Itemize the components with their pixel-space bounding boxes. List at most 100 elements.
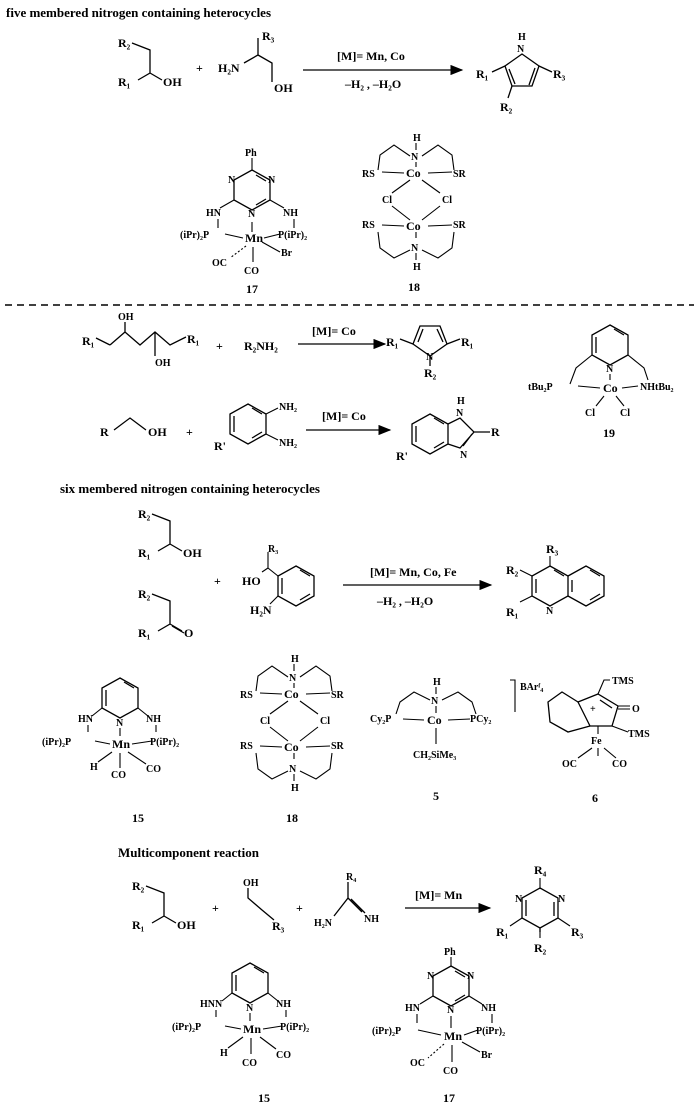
catalyst-15-middle: N HN NH (iPr)₂P P(iPr)₂ Mn H CO CO 15 [42, 677, 179, 825]
svg-text:Cy₂P: Cy₂P [370, 714, 391, 725]
catalyst-label: [M]= Mn, Co, Fe [370, 565, 457, 579]
svg-text:HO: HO [242, 574, 261, 588]
svg-text:tBu₂P: tBu₂P [528, 382, 553, 393]
svg-text:Co: Co [427, 713, 442, 727]
svg-text:N: N [246, 1003, 254, 1014]
svg-text:HN: HN [206, 208, 222, 219]
plus-sign: + [214, 574, 221, 588]
svg-text:Cl: Cl [442, 195, 452, 206]
catalyst-label: [M]= Mn [415, 888, 462, 902]
svg-text:Co: Co [284, 687, 299, 701]
svg-text:R₄: R₄ [534, 863, 547, 877]
section-heading-five-membered: five membered nitrogen containing hetero… [6, 5, 271, 20]
svg-text:R₁: R₁ [187, 332, 200, 346]
svg-text:N: N [460, 450, 468, 461]
product-quinoline: N R₃ R₂ R₁ [506, 542, 605, 619]
svg-text:R₃: R₃ [262, 29, 275, 43]
svg-text:R₁: R₁ [506, 605, 519, 619]
svg-text:R₃: R₃ [272, 919, 285, 933]
svg-text:HN: HN [405, 1003, 421, 1014]
svg-text:H: H [291, 654, 299, 665]
svg-text:R₂: R₂ [506, 563, 519, 577]
substrate-diol: OH OH R₁ R₁ [82, 312, 200, 369]
catalyst-15-bottom: N HNN NH (iPr)₂P P(iPr)₂ Mn H CO CO 15 [172, 962, 309, 1105]
svg-text:R₂: R₂ [138, 587, 151, 601]
svg-text:N: N [515, 894, 523, 905]
section-heading-six-membered: six membered nitrogen containing heteroc… [60, 481, 320, 496]
product-pyrimidine: N N R₄ R₁ R₃ R₂ [496, 863, 584, 955]
catalyst-18-top: H N RS SR Co Cl Cl Co RS SR N H 18 [362, 133, 467, 294]
svg-text:RS: RS [240, 690, 253, 701]
svg-text:CO: CO [276, 1050, 291, 1061]
svg-text:R₁: R₁ [118, 75, 131, 89]
svg-text:H: H [518, 32, 526, 43]
svg-text:O: O [184, 626, 193, 640]
compound-number-6: 6 [592, 791, 598, 805]
svg-text:H₂N: H₂N [314, 918, 333, 929]
svg-text:R₁: R₁ [138, 546, 151, 560]
svg-text:N: N [558, 894, 566, 905]
svg-text:OH: OH [243, 878, 259, 889]
compound-number-17: 17 [443, 1091, 455, 1105]
svg-text:P(iPr)₂: P(iPr)₂ [280, 1022, 309, 1033]
svg-text:R₂: R₂ [132, 879, 145, 893]
svg-text:N: N [431, 696, 439, 707]
compound-number-17: 17 [246, 282, 258, 296]
svg-text:(iPr)₂P: (iPr)₂P [372, 1026, 401, 1037]
svg-text:CO: CO [146, 764, 161, 775]
svg-text:R₄: R₄ [346, 872, 356, 883]
svg-text:(iPr)₂P: (iPr)₂P [42, 737, 71, 748]
svg-text:OH: OH [148, 425, 167, 439]
catalyst-label: [M]= Co [322, 409, 366, 423]
svg-text:N: N [411, 243, 419, 254]
svg-text:Co: Co [406, 166, 421, 180]
svg-text:Co: Co [603, 381, 618, 395]
svg-text:R₁: R₁ [132, 918, 145, 932]
svg-text:OH: OH [163, 75, 182, 89]
svg-text:SR: SR [331, 741, 345, 752]
catalyst-label: [M]= Mn, Co [337, 49, 405, 63]
svg-text:Co: Co [284, 740, 299, 754]
svg-text:CH₂SiMe₃: CH₂SiMe₃ [413, 750, 456, 761]
catalyst-17-bottom: Ph N N N HN NH (iPr)₂P P(iPr)₂ Mn Br OC … [372, 947, 505, 1105]
compound-number-18: 18 [408, 280, 420, 294]
substrate-primary-alcohol-2: OH R₃ [243, 878, 285, 933]
plus-sign: + [212, 901, 219, 915]
svg-text:N: N [116, 718, 124, 729]
svg-text:R: R [491, 425, 500, 439]
svg-text:(iPr)₂P: (iPr)₂P [180, 230, 209, 241]
svg-text:RS: RS [362, 220, 375, 231]
svg-text:N: N [426, 352, 434, 363]
svg-text:R₁: R₁ [496, 925, 509, 939]
svg-text:N: N [411, 152, 419, 163]
plus-sign: + [186, 425, 193, 439]
svg-text:R₁: R₁ [138, 626, 151, 640]
svg-text:H: H [291, 783, 299, 794]
section-heading-multicomponent: Multicomponent reaction [118, 845, 260, 860]
svg-text:H: H [413, 262, 421, 273]
svg-text:NH: NH [364, 914, 379, 925]
svg-text:N: N [248, 209, 256, 220]
svg-text:HN: HN [78, 714, 94, 725]
compound-number-15: 15 [132, 811, 144, 825]
catalyst-19: N tBu₂P NHtBu₂ Co Cl Cl 19 [528, 324, 674, 440]
svg-text:Cl: Cl [382, 195, 392, 206]
product-n-substituted-pyrrole: N R₁ R₁ R₂ [386, 325, 474, 380]
svg-text:R₁: R₁ [461, 335, 474, 349]
svg-text:OH: OH [274, 81, 293, 95]
svg-text:OH: OH [118, 312, 134, 323]
svg-text:OC: OC [562, 759, 577, 770]
svg-text:SR: SR [331, 690, 345, 701]
svg-text:NH: NH [481, 1003, 496, 1014]
substrate-primary-alcohol: R OH [100, 417, 167, 439]
svg-text:RS: RS [240, 741, 253, 752]
svg-text:HNN: HNN [200, 999, 223, 1010]
svg-text:H: H [433, 677, 441, 688]
svg-text:N: N [289, 764, 297, 775]
svg-text:N: N [546, 606, 554, 617]
svg-text:R₂: R₂ [138, 507, 151, 521]
catalyst-6: TMS O TMS + Fe OC CO 6 [547, 676, 650, 805]
svg-text:OC: OC [410, 1058, 425, 1069]
svg-text:N: N [517, 44, 525, 55]
svg-text:R₂: R₂ [534, 941, 547, 955]
